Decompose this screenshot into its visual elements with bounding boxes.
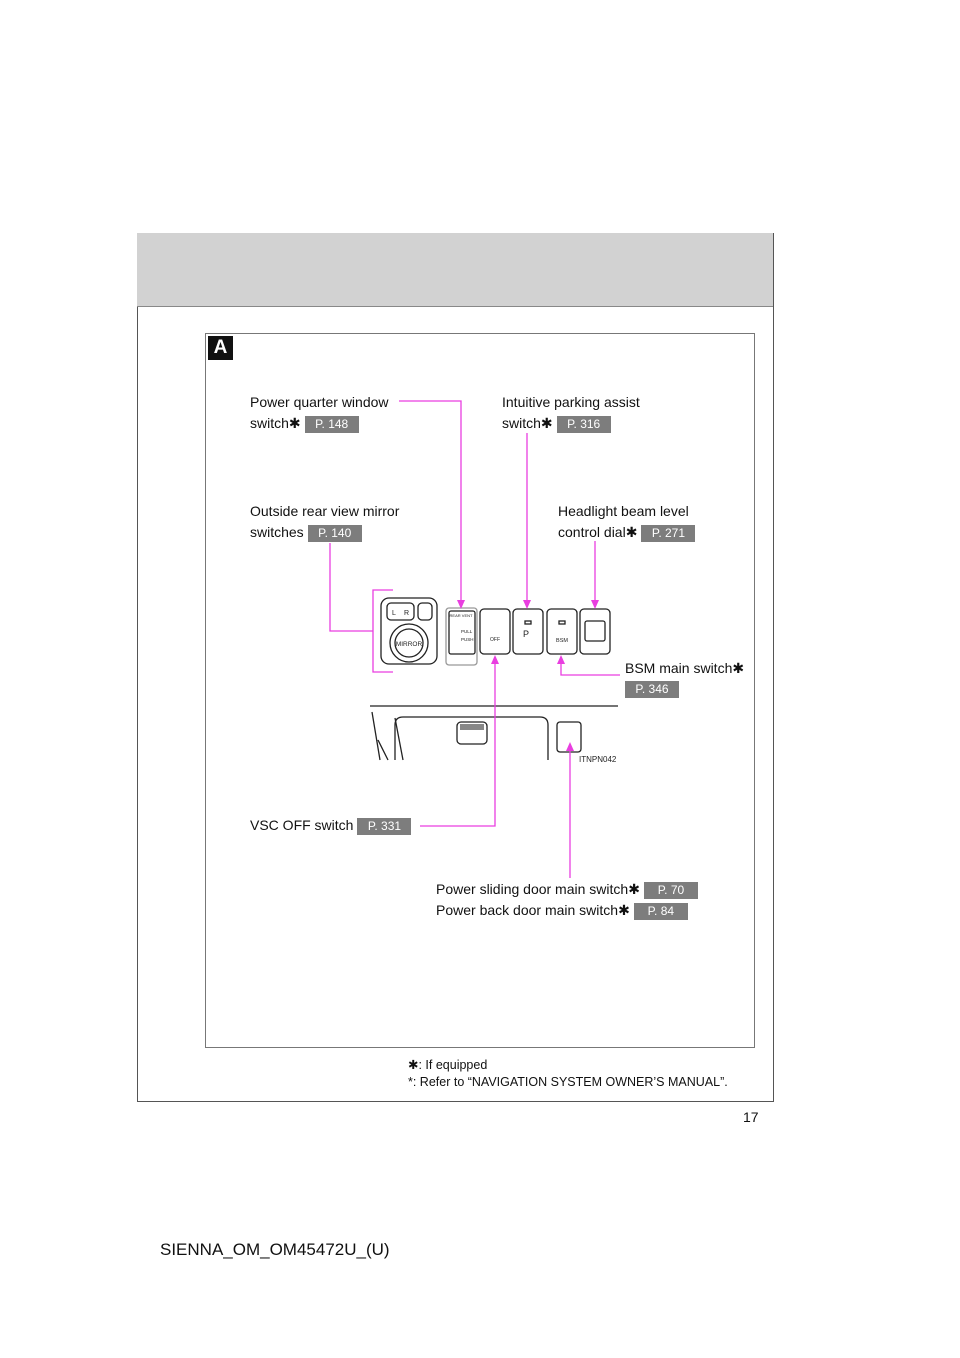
left-label: L bbox=[392, 610, 396, 617]
page-ref-badge[interactable]: P. 140 bbox=[307, 524, 362, 542]
parking-assist-switch bbox=[512, 608, 544, 655]
power-door-switch bbox=[556, 721, 582, 753]
callout-bsm: BSM main switch✱ P. 346 bbox=[625, 660, 744, 698]
callout-sliding-door: Power sliding door main switch✱P. 70 bbox=[436, 881, 698, 899]
callout-text: control dial✱ bbox=[558, 524, 638, 540]
page-number: 17 bbox=[743, 1109, 759, 1125]
diagram-frame bbox=[205, 333, 755, 1048]
page-ref-badge[interactable]: P. 316 bbox=[556, 415, 611, 433]
mirror-switch-panel bbox=[380, 597, 438, 665]
callout-text: Power sliding door main switch✱ bbox=[436, 881, 640, 897]
page-ref-badge[interactable]: P. 331 bbox=[357, 817, 412, 835]
callout-parking-assist: Intuitive parking assist switch✱P. 316 bbox=[502, 394, 640, 433]
callout-text: Power back door main switch✱ bbox=[436, 902, 630, 918]
callout-power-quarter-window: Power quarter window switch✱P. 148 bbox=[250, 394, 389, 433]
callout-text: Intuitive parking assist bbox=[502, 394, 640, 410]
illustration-code: ITNPN042 bbox=[579, 755, 617, 764]
callout-text: Power quarter window bbox=[250, 394, 389, 410]
callout-text: Outside rear view mirror bbox=[250, 503, 400, 519]
callout-back-door: Power back door main switch✱P. 84 bbox=[436, 902, 688, 920]
callout-text: switch✱ bbox=[502, 415, 553, 431]
p-label: P bbox=[523, 629, 529, 639]
push-label: PUSH bbox=[461, 637, 474, 642]
leader-lines bbox=[329, 400, 620, 878]
callout-text: Headlight beam level bbox=[558, 503, 689, 519]
footnote-if-equipped: ✱: If equipped bbox=[408, 1058, 488, 1072]
page-ref-badge[interactable]: P. 346 bbox=[625, 680, 679, 698]
footnote-navigation: *: Refer to “NAVIGATION SYSTEM OWNER’S M… bbox=[408, 1075, 728, 1089]
callout-text: switch✱ bbox=[250, 415, 301, 431]
document-footer: SIENNA_OM_OM45472U_(U) bbox=[160, 1240, 390, 1259]
mirror-label: MIRROR bbox=[396, 641, 423, 648]
callout-text: VSC OFF switch bbox=[250, 817, 354, 833]
callout-headlight-dial: Headlight beam level control dial✱P. 271 bbox=[558, 503, 696, 542]
header-band bbox=[137, 233, 773, 307]
bsm-label: BSM bbox=[556, 638, 568, 644]
diagram-label: A bbox=[208, 336, 233, 360]
vsc-off-switch bbox=[479, 608, 511, 655]
off-label: OFF bbox=[490, 637, 500, 643]
page-ref-badge[interactable]: P. 148 bbox=[304, 415, 359, 433]
rear-vent-switch bbox=[445, 607, 478, 666]
page-ref-badge[interactable]: P. 271 bbox=[641, 524, 696, 542]
vent-title: REAR VENT bbox=[450, 613, 473, 618]
callout-text: BSM main switch✱ bbox=[625, 660, 745, 676]
page-ref-badge[interactable]: P. 84 bbox=[633, 902, 688, 920]
right-label: R bbox=[404, 610, 409, 617]
bsm-switch bbox=[546, 608, 578, 655]
callout-text: switches bbox=[250, 524, 304, 540]
pull-label: PULL bbox=[461, 629, 473, 634]
page-ref-badge[interactable]: P. 70 bbox=[643, 881, 698, 899]
